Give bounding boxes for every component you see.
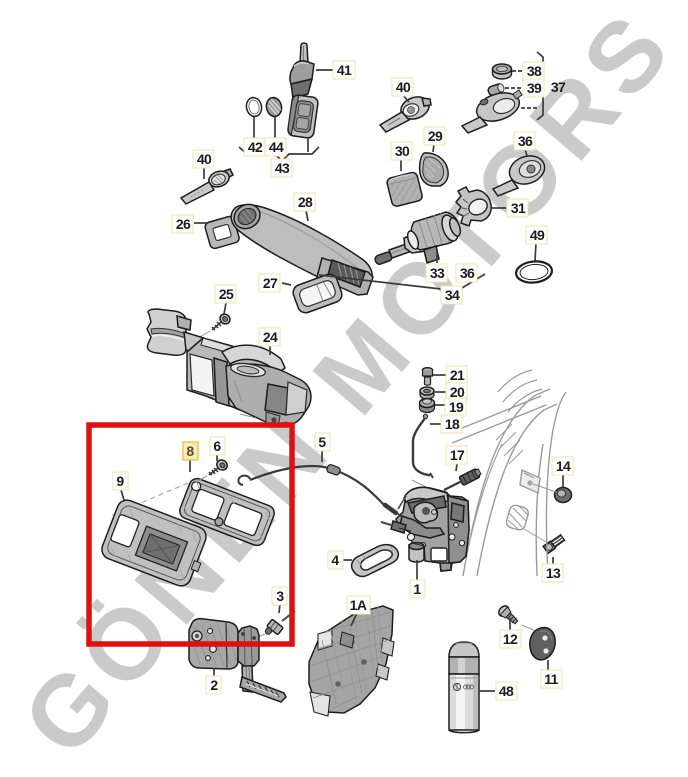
svg-text:43: 43 (275, 160, 290, 176)
svg-text:41: 41 (337, 62, 352, 78)
svg-text:1A: 1A (350, 597, 367, 613)
svg-text:13: 13 (546, 565, 561, 581)
svg-text:38: 38 (527, 63, 542, 79)
svg-text:24: 24 (263, 329, 278, 345)
svg-text:42: 42 (248, 139, 263, 155)
svg-text:26: 26 (176, 216, 191, 232)
svg-text:29: 29 (428, 128, 443, 144)
svg-text:14: 14 (556, 458, 571, 474)
svg-text:2: 2 (210, 677, 218, 693)
svg-text:4: 4 (331, 552, 339, 568)
svg-text:11: 11 (544, 671, 558, 687)
svg-text:31: 31 (511, 200, 526, 216)
svg-text:40: 40 (197, 151, 212, 167)
svg-text:17: 17 (450, 447, 465, 463)
svg-text:37: 37 (551, 79, 566, 95)
svg-text:28: 28 (298, 194, 313, 210)
svg-text:25: 25 (219, 286, 234, 302)
svg-text:12: 12 (503, 631, 518, 647)
svg-text:21: 21 (450, 367, 465, 383)
svg-text:6: 6 (213, 438, 221, 454)
svg-text:34: 34 (445, 287, 460, 303)
svg-text:36: 36 (460, 265, 475, 281)
svg-text:1: 1 (413, 581, 421, 597)
svg-text:5: 5 (318, 434, 326, 450)
svg-text:36: 36 (518, 133, 533, 149)
svg-text:39: 39 (527, 80, 542, 96)
svg-text:9: 9 (116, 473, 124, 489)
svg-text:33: 33 (430, 265, 445, 281)
svg-text:20: 20 (450, 384, 465, 400)
svg-text:19: 19 (449, 399, 464, 415)
svg-text:44: 44 (269, 139, 284, 155)
svg-text:3: 3 (276, 588, 284, 604)
svg-text:49: 49 (530, 227, 545, 243)
svg-text:48: 48 (499, 683, 514, 699)
svg-text:30: 30 (395, 143, 410, 159)
svg-text:18: 18 (445, 416, 460, 432)
svg-text:40: 40 (396, 79, 411, 95)
svg-text:27: 27 (263, 275, 278, 291)
svg-text:8: 8 (186, 443, 194, 459)
